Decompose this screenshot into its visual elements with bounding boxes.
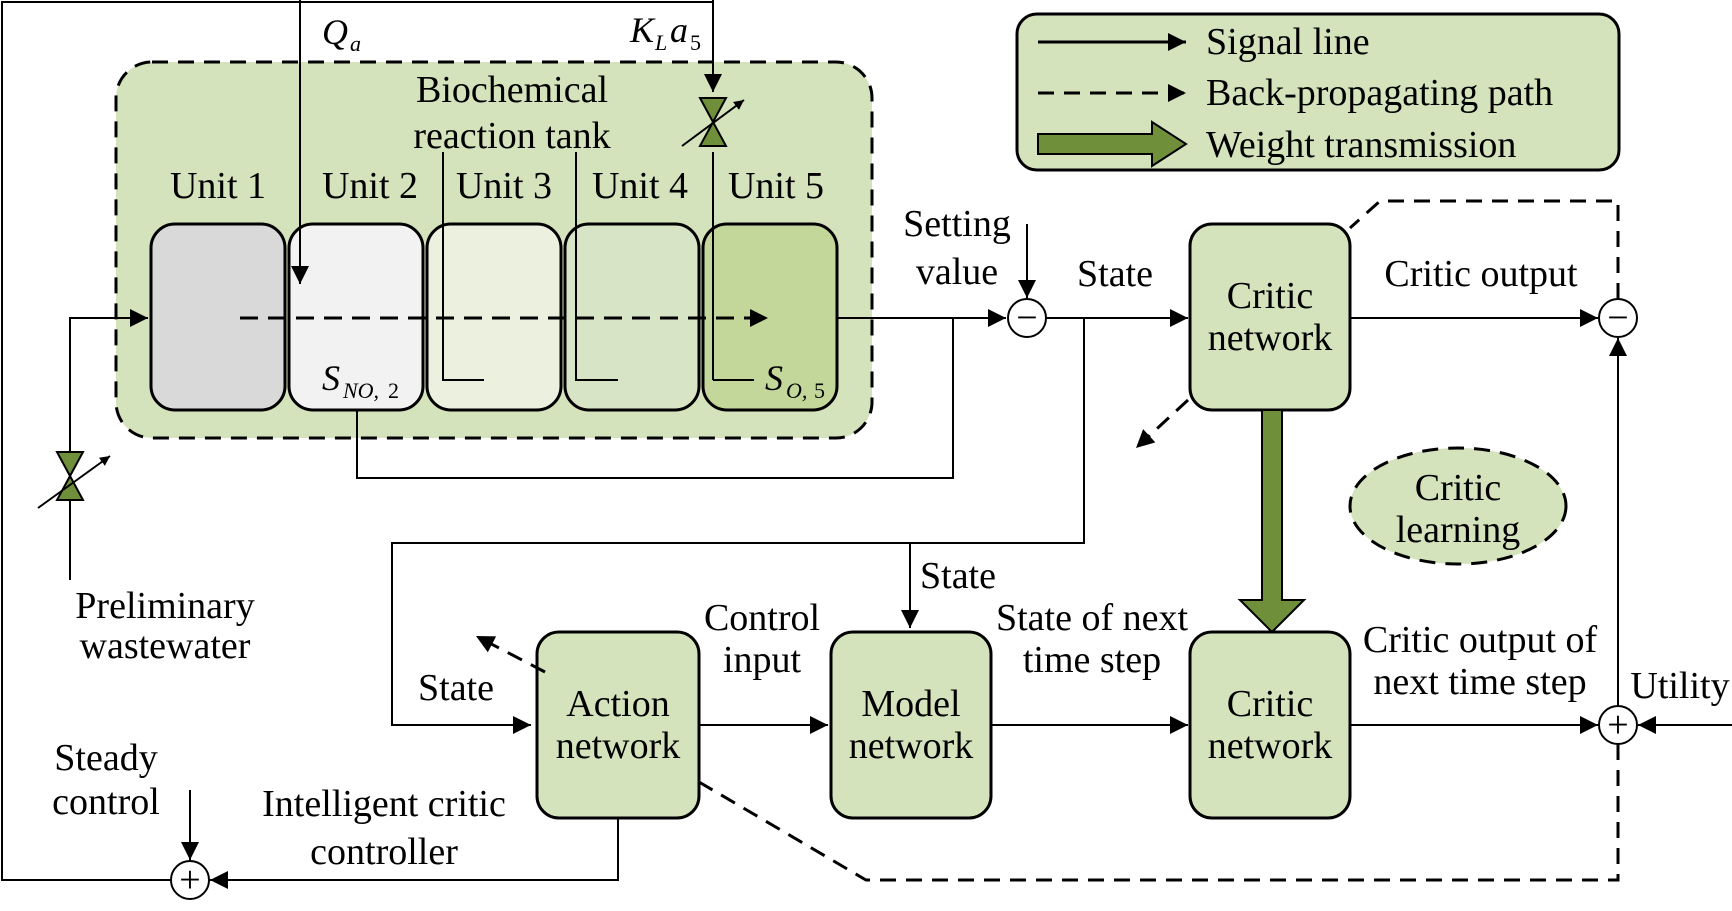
unit-4-probe-line — [575, 152, 618, 381]
svg-text:2: 2 — [388, 378, 399, 403]
utility-label: Utility — [1630, 665, 1729, 707]
inflow-valve-icon — [37, 451, 111, 509]
state-next-line2: time step — [1023, 639, 1161, 681]
svg-text:K: K — [629, 10, 656, 50]
steady-control-line1: Steady — [54, 737, 157, 779]
model-label-line2: network — [849, 725, 974, 767]
svg-text:5: 5 — [690, 30, 701, 55]
state-branch-line — [391, 318, 1085, 734]
action-to-sum-line — [210, 818, 619, 889]
legend-weight-arrow-sample — [1037, 120, 1188, 168]
critic-output-next-line2: next time step — [1373, 661, 1586, 703]
action-label-line1: Action — [566, 683, 669, 725]
intelligent-label-line2: controller — [310, 831, 458, 873]
svg-text:Q: Q — [322, 12, 348, 52]
utility-plus-sign: + — [1607, 704, 1628, 746]
setting-value-line1: Setting — [903, 203, 1011, 245]
state-top-label: State — [1077, 253, 1153, 295]
control-plus-sign: + — [179, 859, 200, 901]
svg-text:NO,: NO, — [342, 378, 379, 403]
critic-learning-line2: learning — [1396, 509, 1521, 551]
unit-5-label: Unit 5 — [728, 165, 824, 207]
qa-symbol: Q a — [322, 12, 361, 56]
tank-title-line1: Biochemical — [416, 69, 608, 111]
unit-1-box — [149, 222, 287, 412]
critic-learning-ellipse — [1348, 446, 1568, 566]
sno2-measurement-loop — [356, 318, 954, 479]
action-back-arrow — [475, 634, 546, 674]
critic-minus-sign: − — [1607, 297, 1628, 339]
legend-signal-line-label: Signal line — [1206, 21, 1370, 63]
svg-text:5: 5 — [814, 378, 825, 403]
control-input-line2: input — [723, 639, 802, 681]
state-next-line1: State of next — [996, 597, 1189, 639]
action-label-line2: network — [556, 725, 681, 767]
svg-text:O,: O, — [786, 378, 807, 403]
control-input-line1: Control — [704, 597, 820, 639]
sno2-symbol: S NO, 2 — [322, 358, 399, 403]
unit-3-probe-line — [442, 152, 484, 381]
critic-bottom-label-line1: Critic — [1227, 683, 1314, 725]
state-left-label: State — [418, 667, 494, 709]
so5-symbol: S O, 5 — [765, 358, 825, 403]
svg-text:S: S — [765, 358, 783, 398]
weight-transmission-arrow — [1237, 409, 1307, 634]
critic-output-label: Critic output — [1384, 253, 1578, 295]
critic-back-arrow — [1134, 398, 1190, 450]
svg-text:S: S — [322, 358, 340, 398]
kla5-symbol: K L a 5 — [629, 10, 701, 55]
unit-3-label: Unit 3 — [456, 165, 552, 207]
svg-text:L: L — [654, 30, 667, 55]
preliminary-label-line2: wastewater — [80, 625, 251, 667]
legend-weight-label: Weight transmission — [1206, 124, 1516, 166]
unit-4-label: Unit 4 — [592, 165, 688, 207]
critic-back-path — [1348, 199, 1620, 299]
svg-text:a: a — [670, 10, 688, 50]
critic-output-next-line1: Critic output of — [1363, 619, 1598, 661]
unit-2-label: Unit 2 — [322, 165, 418, 207]
svg-text:a: a — [350, 31, 361, 56]
action-back-path — [698, 744, 1620, 882]
setting-minus-sign: − — [1016, 297, 1037, 339]
legend-back-path-label: Back-propagating path — [1206, 72, 1553, 114]
critic-bottom-label-line2: network — [1208, 725, 1333, 767]
steady-control-line2: control — [52, 781, 160, 823]
outer-feedback-loop — [1, 0, 714, 881]
unit-1-label: Unit 1 — [170, 165, 266, 207]
model-label-line1: Model — [861, 683, 960, 725]
control-plus-node — [170, 860, 210, 900]
critic-learning-line1: Critic — [1415, 467, 1502, 509]
tank-title-line2: reaction tank — [413, 115, 610, 157]
intelligent-label-line1: Intelligent critic — [262, 783, 506, 825]
setting-value-line2: value — [916, 251, 998, 293]
state-mid-label: State — [920, 555, 996, 597]
critic-top-label-line2: network — [1208, 317, 1333, 359]
aeration-valve-icon — [681, 97, 745, 147]
critic-top-label-line1: Critic — [1227, 275, 1314, 317]
preliminary-label-line1: Preliminary — [75, 585, 254, 627]
